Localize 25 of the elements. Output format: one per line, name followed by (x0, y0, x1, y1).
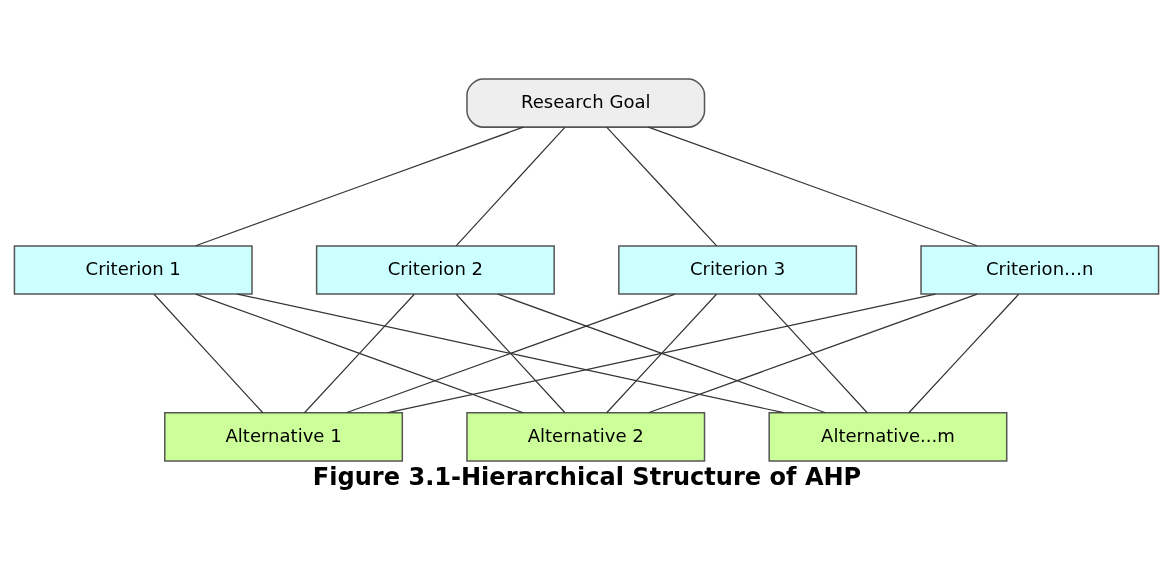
connector (345, 292, 676, 413)
node-box: Alternative 1 (164, 411, 404, 462)
node-box: Criterion 2 (315, 244, 555, 295)
connector (195, 126, 524, 246)
node-box: Criterion 1 (13, 244, 253, 295)
connector (455, 126, 566, 246)
connector (153, 293, 264, 413)
connector (647, 292, 978, 413)
connector (757, 293, 868, 413)
node-box: Alternative...m (768, 411, 1008, 462)
connector (497, 292, 826, 413)
connector (647, 126, 978, 246)
connector (195, 292, 524, 413)
connector (303, 293, 415, 413)
connector (236, 292, 785, 413)
connector (387, 292, 937, 413)
caption: Figure 3.1-Hierarchical Structure of AHP (312, 462, 862, 491)
connector (908, 293, 1020, 413)
node-box: Criterion…n (920, 244, 1160, 295)
connector (606, 293, 718, 413)
node-box: Alternative 2 (466, 411, 706, 462)
node-box: Research Goal (466, 77, 706, 128)
connector (606, 126, 718, 246)
node-box: Criterion 3 (618, 244, 858, 295)
connector (455, 293, 566, 413)
